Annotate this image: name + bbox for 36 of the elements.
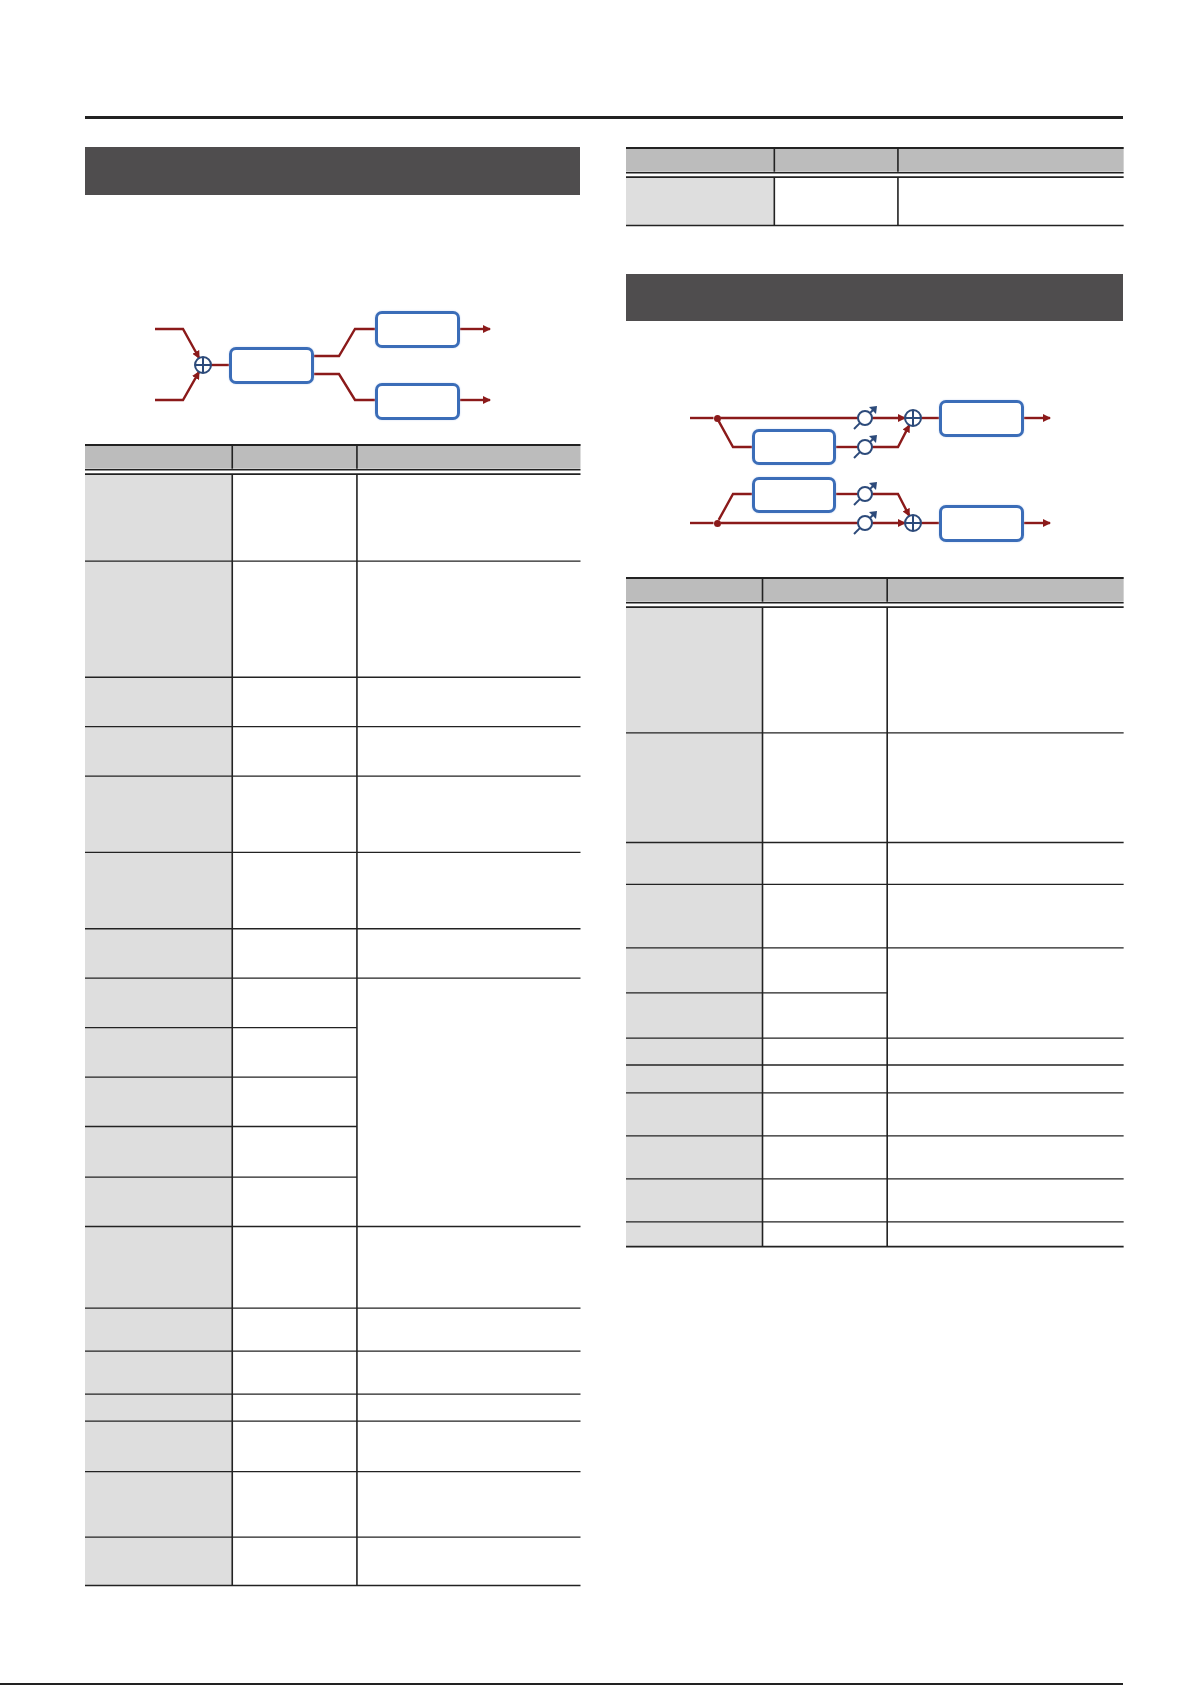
signal-arrow [1024,519,1051,527]
effect-block-box [752,429,836,465]
signal-line [690,521,714,525]
effect-block-box [375,383,460,420]
mixer-sum-icon [194,356,212,374]
effect-block-box [375,311,460,348]
mixer-sum-icon [904,514,922,532]
signal-arrow [1024,414,1051,422]
signal-arrow [872,424,911,449]
signal-line [836,445,858,449]
effect-block-box [229,347,314,384]
signal-line [720,521,858,525]
level-control-icon [853,435,877,459]
signal-arrow [155,327,201,359]
effect-block-box [752,477,836,513]
signal-arrow [872,519,906,527]
level-control-icon [853,511,877,535]
effect-block-box [939,505,1024,542]
signal-line [717,420,752,449]
signal-line [720,416,858,420]
level-control-icon [853,406,877,430]
junction-dot [713,414,721,422]
signal-arrow [460,396,491,404]
level-control-icon [853,482,877,506]
signal-arrow [155,371,201,402]
signal-line [836,492,858,496]
signal-arrow [872,492,911,517]
signal-line [690,416,714,420]
signal-line [717,492,752,521]
signal-arrow [872,414,906,422]
junction-dot [713,519,721,527]
mixer-sum-icon [904,409,922,427]
signal-line [314,372,375,402]
signal-arrow [460,325,491,333]
signal-line [314,327,375,358]
effect-block-box [939,400,1024,437]
